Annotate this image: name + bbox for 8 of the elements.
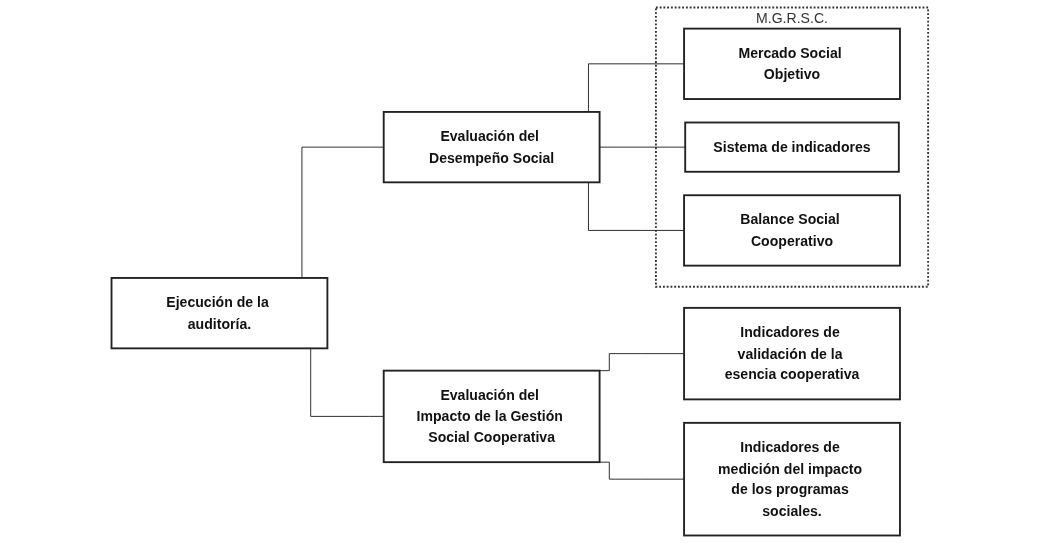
node-box: Balance Social Cooperativo (682, 194, 901, 267)
node-box: Evaluación del Impacto de la Gestión Social Cooperativa (382, 369, 601, 464)
node-box: Indicadores de medición del impacto de los programas sociales. (682, 421, 901, 537)
node-box: Evaluación del Desempeño Social (382, 111, 601, 184)
node-box: Sistema de indicadores (683, 121, 900, 173)
node-box: Ejecución de la auditoría. (110, 277, 328, 350)
node-box: Indicadores de validación de la esencia cooperativa (682, 306, 901, 401)
node-box: Mercado Social Objetivo (682, 27, 901, 100)
